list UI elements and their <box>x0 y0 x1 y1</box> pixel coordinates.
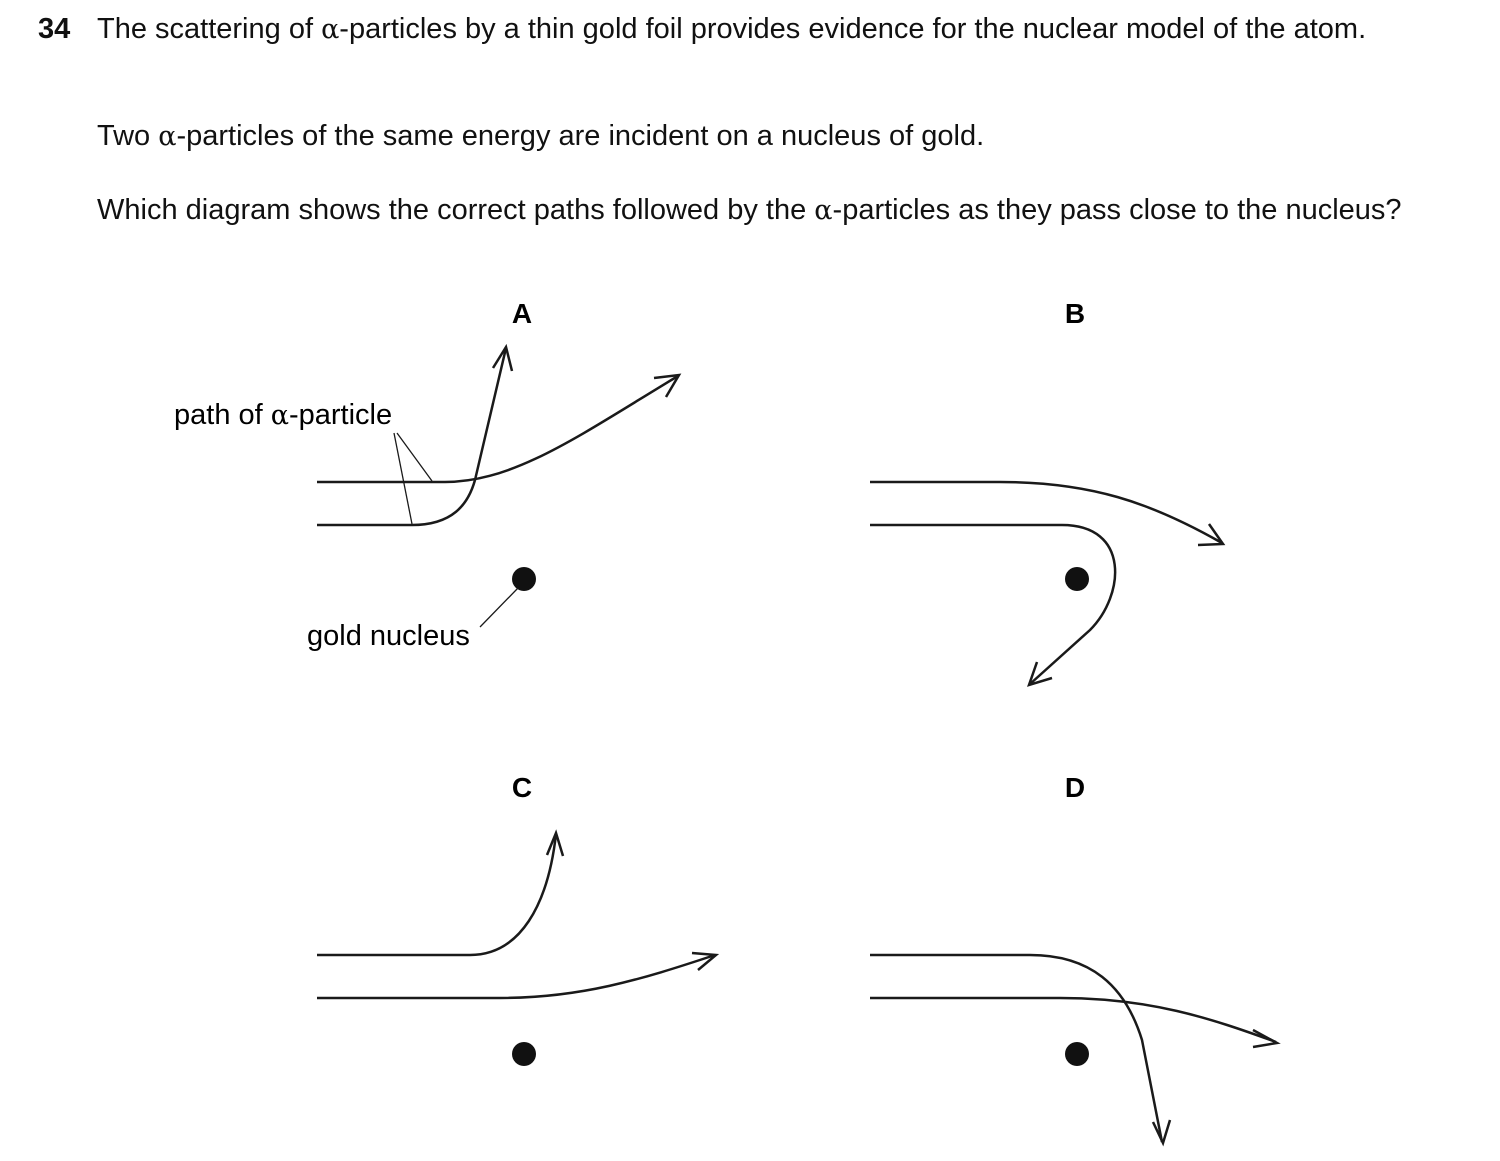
option-c-gold-nucleus <box>512 1042 536 1066</box>
question-intro-start: The scattering of <box>97 13 322 45</box>
option-b-gold-nucleus <box>1065 567 1089 591</box>
path-label: path of α-particle <box>174 399 392 431</box>
option-b-upper-arrowhead <box>1197 523 1226 547</box>
option-d-upper-path <box>870 953 1164 1143</box>
question-setup-end: -particles of the same energy are incide… <box>176 120 985 152</box>
option-c-label: C <box>512 772 532 803</box>
question-number: 34 <box>38 13 71 45</box>
option-a-label: A <box>512 298 532 329</box>
alpha-symbol: α <box>158 121 177 152</box>
path-label-leader-upper <box>396 432 433 482</box>
option-d-gold-nucleus <box>1065 1042 1089 1066</box>
option-b-lower-path <box>870 523 1117 685</box>
question-intro: The scattering of α-particles by a thin … <box>97 12 1415 47</box>
gold-nucleus-leader <box>479 587 519 628</box>
option-b-label: B <box>1065 298 1085 329</box>
question-setup: Two α-particles of the same energy are i… <box>97 119 1415 154</box>
option-b-diagram: B <box>870 298 1226 687</box>
alpha-symbol: α <box>814 195 833 226</box>
option-d-lower-path <box>870 996 1277 1044</box>
option-a-lower-arrowhead <box>491 343 514 372</box>
option-a-gold-nucleus <box>512 567 536 591</box>
option-b-upper-path <box>870 480 1223 545</box>
question-prompt-start: Which diagram shows the correct paths fo… <box>97 194 815 226</box>
option-d-upper-arrowhead <box>1151 1119 1172 1147</box>
option-c-upper-arrowhead <box>545 829 565 857</box>
option-d-diagram: D <box>870 772 1281 1147</box>
option-d-lower-arrowhead <box>1252 1028 1281 1049</box>
option-c-diagram: C <box>317 772 720 1066</box>
path-label-leader-lower <box>393 432 413 525</box>
option-c-lower-arrowhead <box>691 951 720 971</box>
option-a-upper-path <box>317 374 679 484</box>
option-c-upper-path <box>317 833 558 957</box>
option-d-label: D <box>1065 772 1085 803</box>
alpha-symbol: α <box>321 14 340 45</box>
option-a-lower-path <box>317 347 508 527</box>
gold-nucleus-label: gold nucleus <box>307 620 470 652</box>
option-c-lower-path <box>317 953 716 1000</box>
question-intro-end: -particles by a thin gold foil provides … <box>339 13 1367 45</box>
question-prompt: Which diagram shows the correct paths fo… <box>97 193 1415 228</box>
option-a-upper-arrowhead <box>653 373 682 398</box>
option-a-diagram: A path of α-particle gold nucleus <box>174 298 682 652</box>
option-b-lower-arrowhead <box>1027 661 1053 687</box>
question-prompt-end: -particles as they pass close to the nuc… <box>832 194 1402 226</box>
question-setup-start: Two <box>97 120 159 152</box>
